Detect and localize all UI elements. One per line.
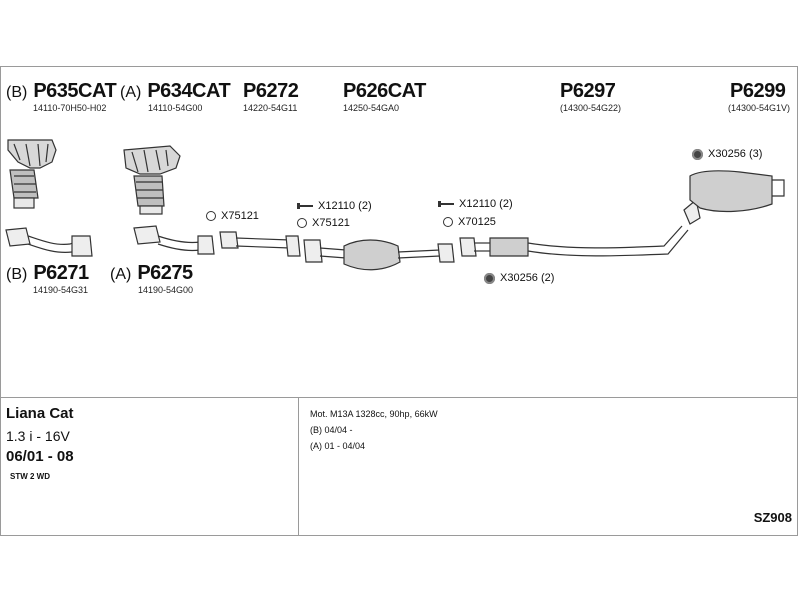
oem-p626cat: 14250-54GA0 <box>343 103 400 113</box>
vehicle-years: 06/01 - 08 <box>6 448 74 465</box>
part-label-p635cat[interactable]: (B)P635CAT <box>6 80 117 102</box>
part-label-p6275[interactable]: (A)P6275 <box>110 262 193 284</box>
catalyst-p626cat-drawing[interactable] <box>303 239 455 271</box>
ring-icon <box>443 217 453 227</box>
diagram-code: SZ908 <box>753 510 792 525</box>
ref-x30256-2[interactable]: X30256 (2) <box>484 272 554 284</box>
ring-icon <box>206 211 216 221</box>
part-label-p6272[interactable]: P6272 <box>243 80 299 102</box>
motor-spec: Mot. M13A 1328cc, 90hp, 66kW <box>310 409 438 419</box>
ref-x75121-a[interactable]: X75121 <box>206 210 259 222</box>
bolt-icon <box>438 201 454 207</box>
divider-vertical <box>298 397 299 536</box>
oem-p635cat: 14110-70H50-H02 <box>33 103 107 113</box>
bolt-icon <box>297 203 313 209</box>
ref-x75121-b[interactable]: X75121 <box>297 217 350 229</box>
part-label-p6297[interactable]: P6297 <box>560 80 616 102</box>
variant-a: (A) 01 - 04/04 <box>310 441 366 451</box>
vehicle-body: STW 2 WD <box>10 472 50 481</box>
silencer-p6299-drawing[interactable] <box>683 170 785 225</box>
variant-b: (B) 04/04 - <box>310 425 353 435</box>
ref-x70125[interactable]: X70125 <box>443 216 496 228</box>
part-label-p634cat[interactable]: (A)P634CAT <box>120 80 231 102</box>
pipe-p6297-drawing[interactable] <box>459 225 689 257</box>
oem-p6299: (14300-54G1V) <box>728 103 791 113</box>
vehicle-engine: 1.3 i - 16V <box>6 428 70 444</box>
rubber-mount-icon <box>484 272 495 284</box>
vehicle-model: Liana Cat <box>6 405 74 422</box>
front-pipe-p6271-drawing[interactable] <box>5 227 93 257</box>
ref-x12110-a[interactable]: X12110 (2) <box>297 200 372 212</box>
front-pipe-p6275-drawing[interactable] <box>133 225 215 255</box>
part-label-p6299[interactable]: P6299 <box>730 80 786 102</box>
rubber-mount-icon <box>692 148 703 160</box>
divider-horizontal <box>0 397 798 398</box>
part-label-p6271[interactable]: (B)P6271 <box>6 262 89 284</box>
manifold-b-drawing[interactable] <box>7 139 57 209</box>
oem-p6275: 14190-54G00 <box>138 285 194 295</box>
ref-x12110-b[interactable]: X12110 (2) <box>438 198 513 210</box>
oem-p6272: 14220-54G11 <box>243 103 298 113</box>
pipe-p6272-drawing[interactable] <box>219 231 301 257</box>
diagram-frame <box>0 66 798 536</box>
ring-icon <box>297 218 307 228</box>
oem-p6271: 14190-54G31 <box>33 285 89 295</box>
exhaust-diagram <box>5 139 785 271</box>
part-label-p626cat[interactable]: P626CAT <box>343 80 426 102</box>
oem-p6297: (14300-54G22) <box>560 103 622 113</box>
oem-p634cat: 14110-54G00 <box>148 103 203 113</box>
ref-x30256-3[interactable]: X30256 (3) <box>692 148 762 160</box>
manifold-a-drawing[interactable] <box>123 145 181 215</box>
